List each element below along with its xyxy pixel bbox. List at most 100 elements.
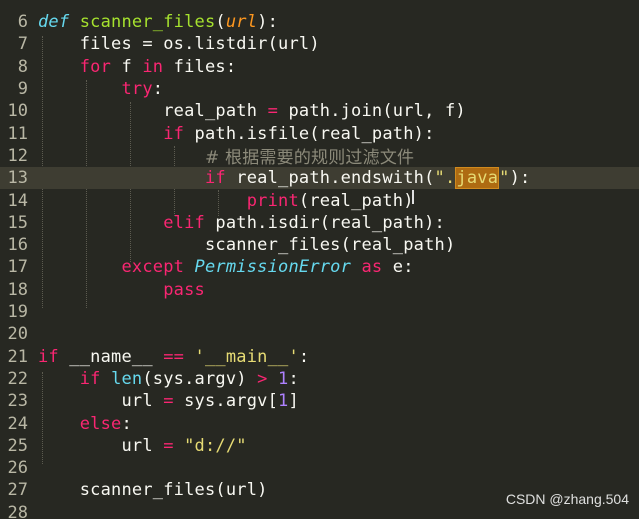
keyword-in: in <box>142 56 164 77</box>
operator: == <box>163 346 185 367</box>
code-line[interactable]: 24 else: <box>0 412 639 434</box>
indent-guide <box>42 372 43 464</box>
builtin-print: print <box>246 190 299 211</box>
code-text: pass <box>38 280 205 300</box>
code-text: try: <box>38 79 163 99</box>
code-line[interactable]: 21 if __name__ == '__main__': <box>0 346 639 368</box>
condition: path.isfile(real_path): <box>184 123 435 144</box>
line-number: 25 <box>7 435 28 456</box>
expression: path.join(url, f) <box>278 101 466 122</box>
mouse-cursor-icon <box>412 190 414 204</box>
line-number: 27 <box>7 480 28 501</box>
code-line[interactable]: 12 # 根据需要的规则过滤文件 <box>0 145 639 169</box>
code-line[interactable]: 7 files = os.listdir(url) <box>0 33 639 55</box>
line-number: 18 <box>7 279 28 300</box>
space <box>184 257 194 277</box>
space <box>174 436 184 456</box>
code-line[interactable]: 9 try: <box>0 78 639 100</box>
expression: real_path.endswith( <box>225 168 435 189</box>
code-line[interactable]: 20 <box>0 323 639 345</box>
code-line[interactable]: 25 url = "d://" <box>0 435 639 457</box>
indent-guide <box>86 80 87 308</box>
code-text: url = sys.argv[1] <box>38 391 299 411</box>
function-name: scanner_files <box>79 12 216 33</box>
search-highlight: java <box>455 167 500 190</box>
keyword-else: else <box>79 413 122 434</box>
line-number: 10 <box>7 101 28 122</box>
variable: url <box>121 435 164 456</box>
code-line[interactable]: 19 <box>0 301 639 323</box>
operator: > <box>257 368 268 389</box>
alias: e: <box>382 257 414 278</box>
code-line[interactable]: 16 scanner_files(real_path) <box>0 234 639 256</box>
line-number: 22 <box>7 368 28 389</box>
keyword-def: def <box>38 12 70 33</box>
space <box>268 369 278 389</box>
statement: files = os.listdir(url) <box>79 34 320 55</box>
code-line[interactable]: 27 scanner_files(url) <box>0 479 639 501</box>
line-number: 6 <box>17 12 28 33</box>
watermark: CSDN @zhang.504 <box>505 491 629 507</box>
line-number: 13 <box>7 168 28 189</box>
code-line[interactable]: 26 <box>0 457 639 479</box>
string: "d://" <box>184 435 247 456</box>
code-line[interactable]: 11 if path.isfile(real_path): <box>0 123 639 145</box>
space <box>101 369 111 389</box>
line-number: 28 <box>7 502 28 519</box>
colon: : <box>121 413 132 434</box>
code-line[interactable]: 23 url = sys.argv[1] <box>0 390 639 412</box>
code-text: url = "d://" <box>38 436 247 456</box>
line-number: 23 <box>7 391 28 412</box>
code-text: if __name__ == '__main__': <box>38 347 309 367</box>
string: ". <box>434 168 456 189</box>
builtin-len: len <box>111 368 143 389</box>
line-number: 26 <box>7 458 28 479</box>
line-number: 7 <box>17 34 28 55</box>
line-number: 21 <box>7 346 28 367</box>
code-line[interactable]: 22 if len(sys.argv) > 1: <box>0 368 639 390</box>
line-number: 24 <box>7 413 28 434</box>
keyword-if: if <box>79 368 101 389</box>
colon: : <box>288 368 299 389</box>
iterable: files: <box>163 56 237 77</box>
space <box>184 347 194 367</box>
line-number: 9 <box>17 79 28 100</box>
keyword-except: except <box>121 257 185 278</box>
code-text: def scanner_files(url): <box>38 12 278 32</box>
string: " <box>499 168 510 189</box>
code-text: scanner_files(real_path) <box>38 235 455 255</box>
code-line-current[interactable]: 13 if real_path.endswith(".java"): <box>0 167 639 190</box>
statement: scanner_files(url) <box>79 480 268 501</box>
code-text: if path.isfile(real_path): <box>38 124 435 144</box>
code-text: except PermissionError as e: <box>38 257 414 277</box>
code-line[interactable]: 14 print(real_path) <box>0 189 639 211</box>
code-text: for f in files: <box>38 57 236 77</box>
operator: = <box>163 391 174 412</box>
code-text: real_path = path.join(url, f) <box>38 101 466 121</box>
code-line[interactable]: 15 elif path.isdir(real_path): <box>0 212 639 234</box>
operator: = <box>163 435 174 456</box>
code-line[interactable]: 10 real_path = path.join(url, f) <box>0 100 639 122</box>
colon: : <box>152 79 164 100</box>
code-text: print(real_path) <box>38 191 414 211</box>
line-number: 17 <box>7 257 28 278</box>
bracket: ] <box>288 391 299 412</box>
keyword-if: if <box>204 168 226 189</box>
code-text: files = os.listdir(url) <box>38 34 320 54</box>
line-number: 12 <box>7 145 28 166</box>
code-line[interactable]: 18 pass <box>0 279 639 301</box>
code-text: if len(sys.argv) > 1: <box>38 369 299 389</box>
code-line[interactable]: 8 for f in files: <box>0 56 639 78</box>
variable: url <box>121 391 164 412</box>
indent-guide <box>218 190 219 216</box>
code-line[interactable]: 28 <box>0 502 639 519</box>
expression: sys.argv[ <box>173 391 279 412</box>
line-number: 8 <box>17 56 28 77</box>
exception-class: PermissionError <box>194 257 352 278</box>
code-text: if real_path.endswith(".java"): <box>38 167 530 190</box>
keyword-try: try <box>121 79 153 100</box>
code-line[interactable]: 6 def scanner_files(url): <box>0 11 639 33</box>
code-line[interactable]: 17 except PermissionError as e: <box>0 256 639 278</box>
expression: (sys.argv) <box>142 368 258 389</box>
